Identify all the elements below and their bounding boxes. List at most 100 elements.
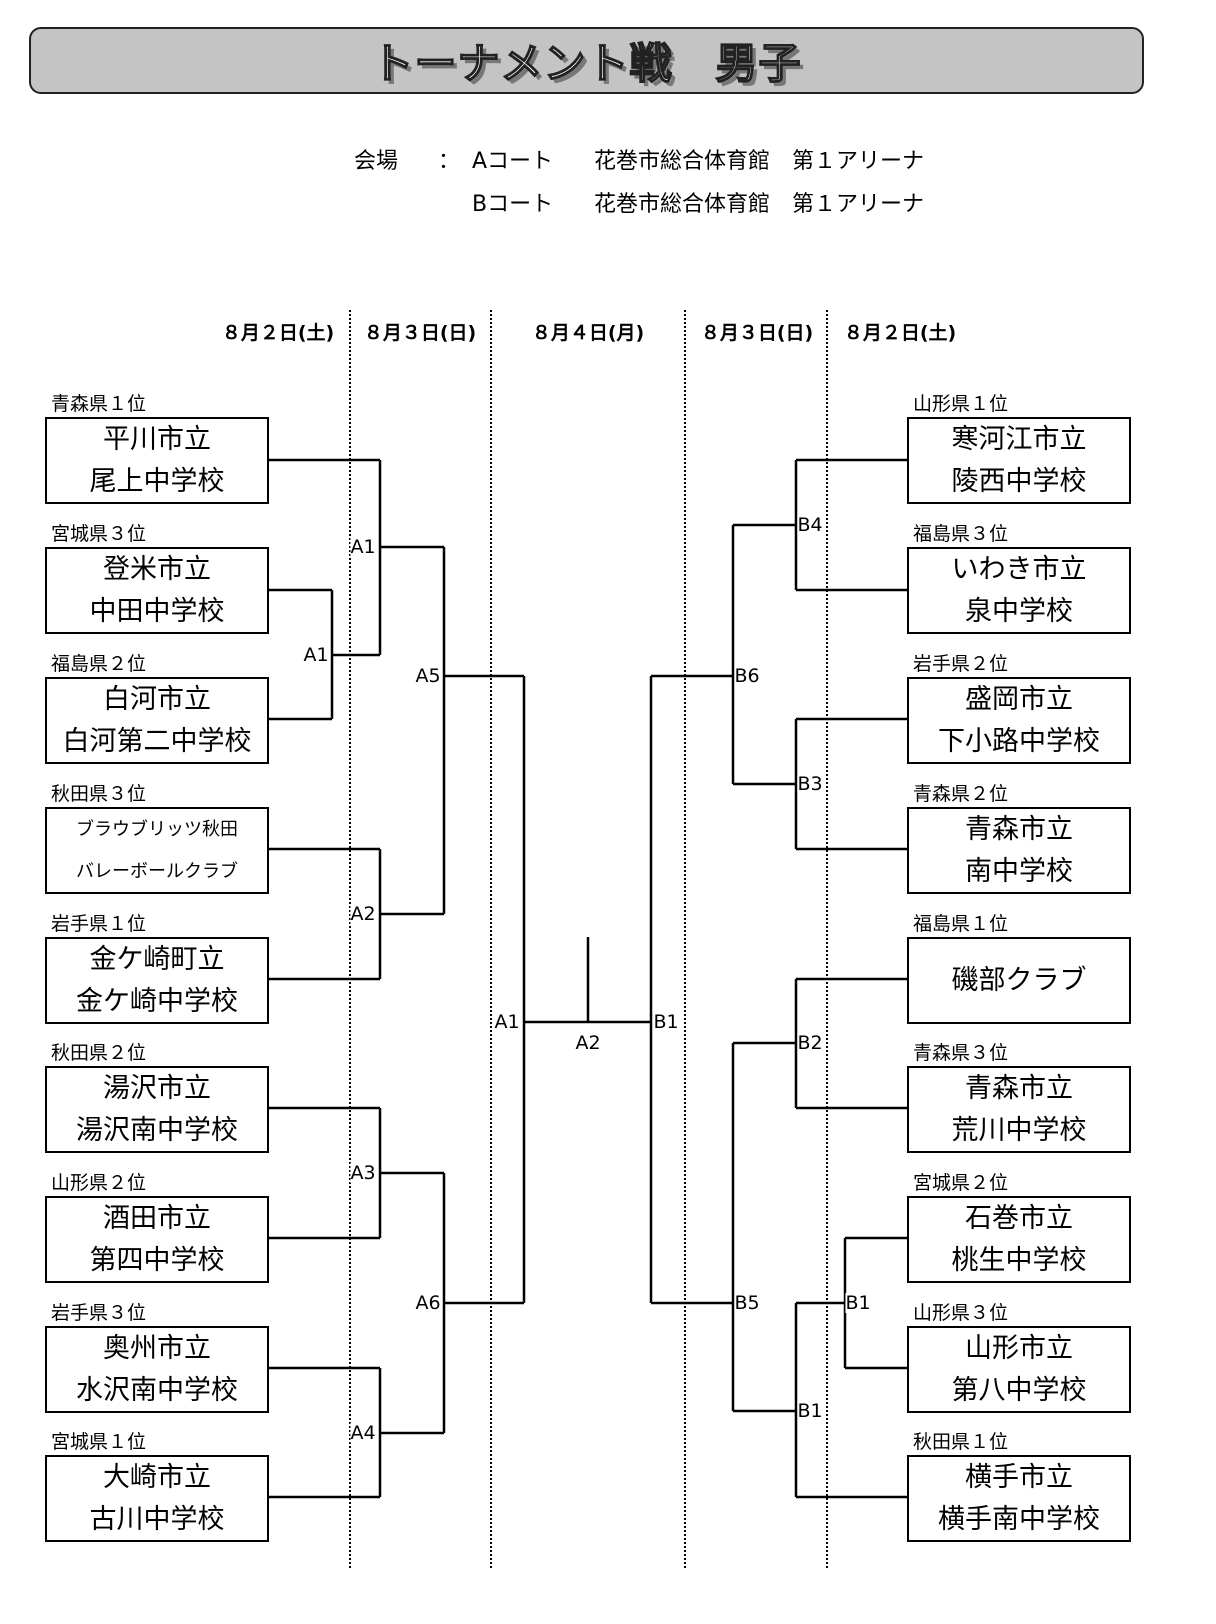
team-name-line1: ブラウブリッツ秋田	[76, 818, 238, 840]
team-name-line1: 奥州市立	[103, 1332, 211, 1364]
team-name-line1: 大崎市立	[103, 1461, 211, 1493]
match-label-right-b4: B4	[797, 514, 823, 536]
team-box: 山形市立第八中学校	[907, 1326, 1131, 1413]
team-name-line2: バレーボールクラブ	[76, 860, 238, 882]
match-label-left-a5: A5	[415, 665, 441, 687]
team-rank: 宮城県２位	[913, 1172, 1009, 1194]
date-final: ８月４日(月)	[531, 322, 645, 344]
team-name-line1: 湯沢市立	[103, 1072, 211, 1104]
team-name-line1: 青森市立	[965, 813, 1073, 845]
team-rank: 青森県２位	[913, 783, 1009, 805]
team-name-line1: 山形市立	[965, 1332, 1073, 1364]
court-a: Aコート	[472, 149, 554, 174]
team-rank: 宮城県３位	[51, 523, 147, 545]
team-name-line1: いわき市立	[951, 553, 1087, 585]
team-name-line2: 第八中学校	[951, 1374, 1087, 1406]
team-box: いわき市立泉中学校	[907, 547, 1131, 634]
court-b: Bコート	[472, 192, 554, 217]
match-label-left-a2: A2	[350, 903, 376, 925]
match-label-right-b1: B1	[797, 1400, 823, 1422]
team-name-line1: 平川市立	[103, 423, 211, 455]
team-name-line2: 南中学校	[965, 855, 1073, 887]
team-name-line1: 磯部クラブ	[951, 964, 1087, 996]
team-box: 磯部クラブ	[907, 937, 1131, 1024]
team-name-line1: 横手市立	[965, 1461, 1073, 1493]
match-label-right-b6: B6	[734, 665, 760, 687]
team-box: 盛岡市立下小路中学校	[907, 677, 1131, 764]
match-label-left-a4: A4	[350, 1422, 376, 1444]
page-title: トーナメント戦 男子	[371, 38, 802, 89]
team-name-line1: 青森市立	[965, 1072, 1073, 1104]
team-rank: 岩手県１位	[51, 913, 147, 935]
team-box: 酒田市立第四中学校	[45, 1196, 269, 1283]
team-box: 横手市立横手南中学校	[907, 1455, 1131, 1542]
match-label-left-r1: A1	[303, 644, 329, 666]
team-name-line2: 陵西中学校	[951, 465, 1087, 497]
team-box: 平川市立尾上中学校	[45, 417, 269, 504]
team-name-line2: 横手南中学校	[938, 1503, 1100, 1535]
team-name-line1: 白河市立	[103, 683, 211, 715]
team-box: 大崎市立古川中学校	[45, 1455, 269, 1542]
team-rank: 秋田県１位	[913, 1431, 1009, 1453]
date-day2-left: ８月３日(日)	[363, 322, 477, 344]
match-label-right-b3: B3	[797, 773, 823, 795]
team-name-line1: 盛岡市立	[965, 683, 1073, 715]
match-label-final-right: B1	[653, 1011, 679, 1033]
team-name-line2: 水沢南中学校	[76, 1374, 238, 1406]
match-label-right-r1: B1	[845, 1292, 871, 1314]
team-rank: 青森県３位	[913, 1042, 1009, 1064]
team-box: 白河市立白河第二中学校	[45, 677, 269, 764]
match-label-left-a6: A6	[415, 1292, 441, 1314]
team-name-line1: 石巻市立	[965, 1202, 1073, 1234]
court-b-place: 花巻市総合体育館 第１アリーナ	[594, 192, 925, 217]
team-rank: 秋田県３位	[51, 783, 147, 805]
match-label-right-b5: B5	[734, 1292, 760, 1314]
team-rank: 岩手県２位	[913, 653, 1009, 675]
team-name-line1: 酒田市立	[103, 1202, 211, 1234]
team-rank: 秋田県２位	[51, 1042, 147, 1064]
date-day1-left: ８月２日(土)	[221, 322, 335, 344]
team-name-line2: 泉中学校	[965, 595, 1073, 627]
team-name-line2: 中田中学校	[89, 595, 225, 627]
team-box: 青森市立荒川中学校	[907, 1066, 1131, 1153]
team-name-line2: 白河第二中学校	[62, 725, 252, 757]
team-name-line2: 尾上中学校	[89, 465, 225, 497]
team-box: 湯沢市立湯沢南中学校	[45, 1066, 269, 1153]
team-name-line2: 第四中学校	[89, 1244, 225, 1276]
team-box: ブラウブリッツ秋田バレーボールクラブ	[45, 807, 269, 894]
team-name-line1: 登米市立	[103, 553, 211, 585]
match-label-final: A2	[575, 1032, 601, 1054]
team-rank: 福島県３位	[913, 523, 1009, 545]
team-name-line2: 古川中学校	[89, 1503, 225, 1535]
match-label-right-b2: B2	[797, 1032, 823, 1054]
team-name-line2: 荒川中学校	[951, 1114, 1087, 1146]
date-day2-right: ８月３日(日)	[700, 322, 814, 344]
team-name-line2: 金ケ崎中学校	[76, 985, 238, 1017]
team-name-line1: 金ケ崎町立	[89, 943, 225, 975]
match-label-left-a1: A1	[350, 536, 376, 558]
team-rank: 青森県１位	[51, 393, 147, 415]
team-box: 金ケ崎町立金ケ崎中学校	[45, 937, 269, 1024]
venue-colon: ：	[438, 149, 461, 174]
team-name-line1: 寒河江市立	[951, 423, 1087, 455]
team-rank: 福島県２位	[51, 653, 147, 675]
team-box: 寒河江市立陵西中学校	[907, 417, 1131, 504]
team-rank: 山形県２位	[51, 1172, 147, 1194]
team-name-line2: 下小路中学校	[938, 725, 1100, 757]
court-a-place: 花巻市総合体育館 第１アリーナ	[594, 149, 925, 174]
team-rank: 宮城県１位	[51, 1431, 147, 1453]
team-rank: 山形県１位	[913, 393, 1009, 415]
team-box: 石巻市立桃生中学校	[907, 1196, 1131, 1283]
team-box: 青森市立南中学校	[907, 807, 1131, 894]
team-rank: 岩手県３位	[51, 1302, 147, 1324]
match-label-final-left: A1	[494, 1011, 520, 1033]
title-banner: トーナメント戦 男子	[29, 27, 1144, 94]
team-rank: 山形県３位	[913, 1302, 1009, 1324]
team-box: 奥州市立水沢南中学校	[45, 1326, 269, 1413]
team-rank: 福島県１位	[913, 913, 1009, 935]
venue-label: 会場	[354, 149, 399, 174]
match-label-left-a3: A3	[350, 1162, 376, 1184]
team-name-line2: 湯沢南中学校	[76, 1114, 238, 1146]
team-box: 登米市立中田中学校	[45, 547, 269, 634]
